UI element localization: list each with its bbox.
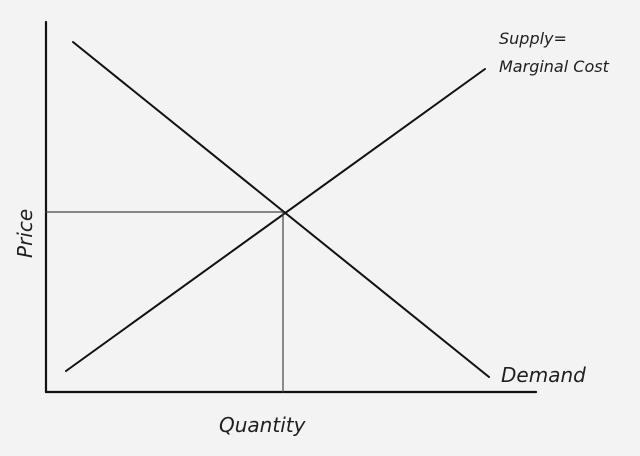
demand-label: Demand: [501, 363, 586, 387]
y-axis-label: Price: [13, 209, 37, 258]
supply-label-line2: Marginal Cost: [499, 57, 610, 76]
supply-curve: [65, 68, 486, 372]
demand-curve: [72, 41, 490, 378]
supply-label-line1: Supply=: [499, 29, 567, 48]
x-axis-label: Quantity: [219, 413, 307, 437]
